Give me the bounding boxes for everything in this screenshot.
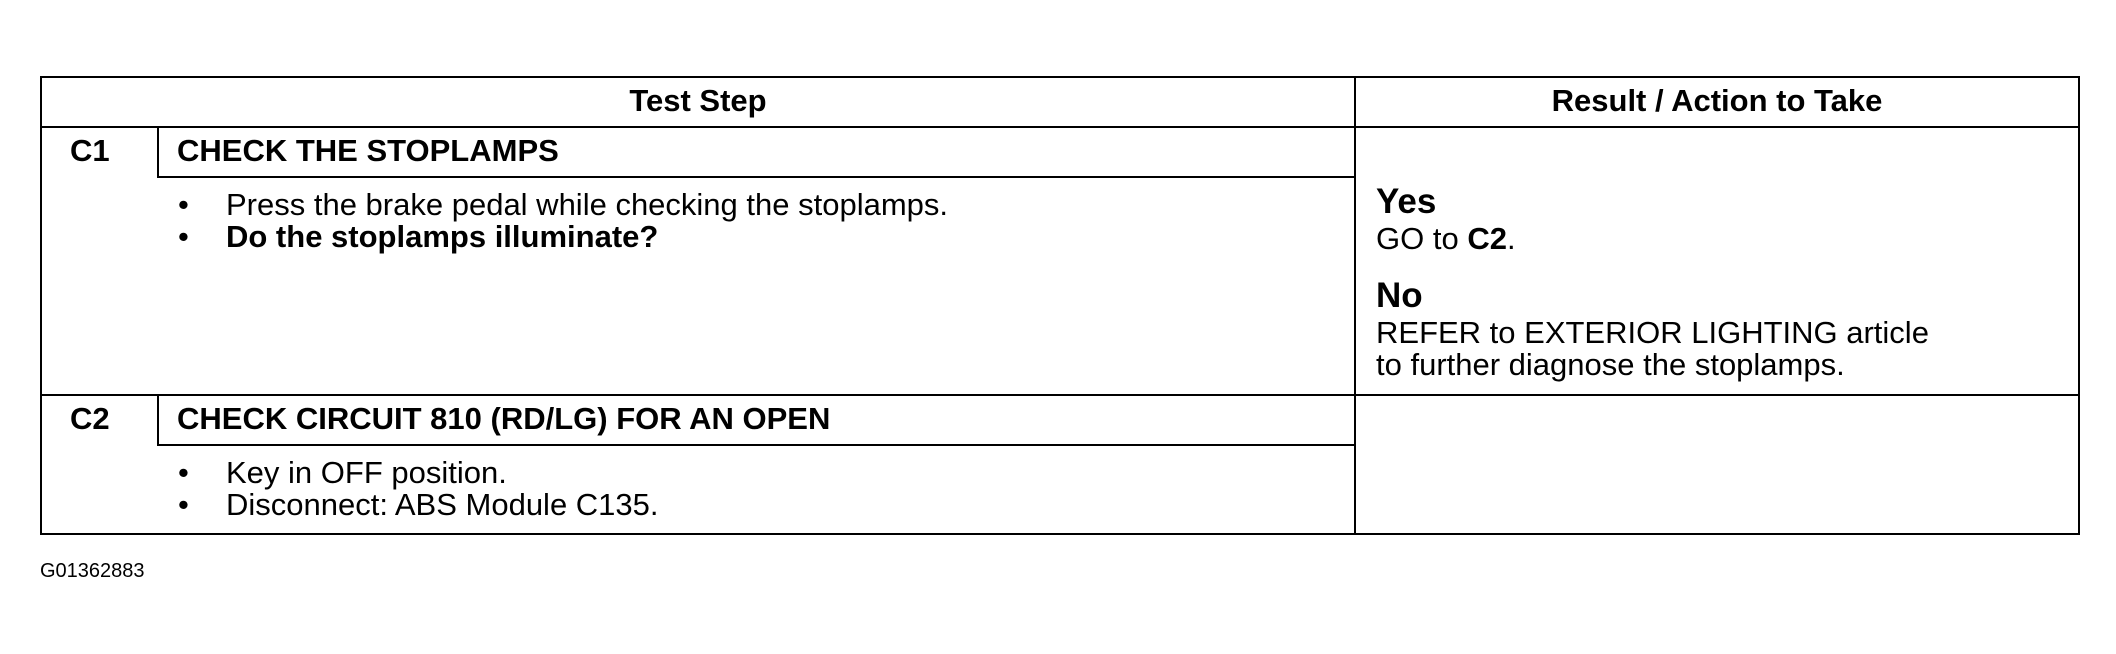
figure-id: G01362883 [40,560,145,582]
bullet-icon: • [178,219,189,254]
result-no-line-2: to further diagnose the stoplamps. [1376,347,1845,382]
step-id-c2: C2 [70,401,110,436]
result-yes-action: GO to C2. [1376,222,1516,255]
bullet-icon: • [178,187,189,222]
header-result-action: Result / Action to Take [1551,83,1883,118]
c2-bullet-1-text: Key in OFF position. [226,455,507,490]
c2-title-divider [157,444,1354,446]
c1-bullet-2-text: Do the stoplamps illuminate? [226,219,659,254]
header-divider [42,126,2078,128]
diagnostic-test-table: Test Step Result / Action to Take C1 CHE… [40,76,2080,535]
row-divider-c1-c2 [42,394,2078,396]
c2-id-divider [157,394,159,444]
header-test-step: Test Step [629,83,767,118]
result-no-line-1: REFER to EXTERIOR LIGHTING article [1376,315,1929,350]
result-yes-prefix: GO to [1376,221,1468,256]
result-yes-label: Yes [1376,182,1437,221]
result-no-label: No [1376,276,1423,315]
c1-title-divider [157,176,1354,178]
bullet-icon: • [178,487,189,522]
step-title-c1: CHECK THE STOPLAMPS [177,133,559,168]
c2-bullet-2-text: Disconnect: ABS Module C135. [226,487,659,522]
step-id-c1: C1 [70,133,110,168]
c1-id-divider [157,126,159,176]
result-yes-target: C2 [1467,221,1507,256]
c1-bullet-1-text: Press the brake pedal while checking the… [226,187,949,222]
column-divider [1354,78,1356,533]
step-title-c2: CHECK CIRCUIT 810 (RD/LG) FOR AN OPEN [177,401,831,436]
result-yes-suffix: . [1506,221,1516,256]
bullet-icon: • [178,455,189,490]
